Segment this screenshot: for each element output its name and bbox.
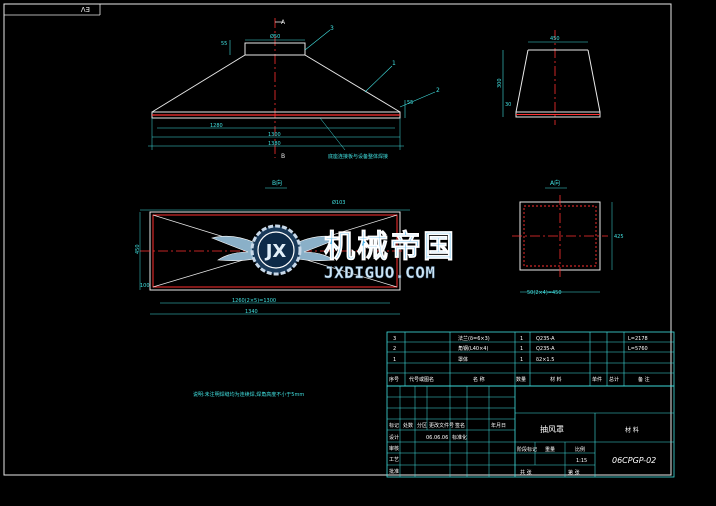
dim-mid: 1300	[268, 132, 281, 138]
bom-header-unit: 单件	[592, 376, 602, 383]
tb-scale-value: 1:15	[576, 458, 587, 464]
a-view-bolt-pattern	[523, 205, 597, 267]
tb-scale-label: 比例	[575, 446, 585, 453]
bom-row-2-material: δ2×1.5	[536, 357, 554, 363]
plan-left-small-dim: 100	[140, 283, 150, 289]
logo-gear-inner	[257, 231, 295, 269]
left-height-dim: 55	[221, 41, 227, 47]
side-bottom-dim: 30	[505, 102, 511, 108]
front-note: 底座连接板与设备整体焊接	[328, 153, 388, 160]
tb-weight-label: 重量	[545, 446, 555, 453]
title-block: 标记 处数 分区 更改文件号 签名 年月日 设计 06.06.06 标准化 审核…	[386, 385, 675, 478]
side-height-dim: 300	[497, 78, 503, 88]
balloon-2: 2	[436, 87, 440, 94]
hood-right-slope	[304, 54, 401, 113]
bom-row-2-no: 1	[393, 357, 396, 363]
bom-table: 3 法兰(δ=6×3) 1 Q235-A L=2178 2 角钢(L40×4) …	[386, 331, 675, 387]
side-right-slope	[587, 49, 601, 113]
balloon-2-leader	[399, 91, 436, 108]
tb-date-label: 年月日	[491, 422, 506, 429]
bom-row-1-name: 角钢(L40×4)	[458, 345, 488, 352]
tb-change-label: 更改文件号	[429, 422, 454, 429]
bom-header-qty: 数量	[516, 376, 526, 383]
tb-part-name: 抽风罩	[540, 424, 564, 434]
bom-header-material: 材 料	[550, 376, 562, 383]
plan-diag-bl	[152, 257, 251, 288]
bom-row-0-material: Q235-A	[536, 336, 555, 342]
logo-left-wing	[211, 235, 263, 261]
bom-row-0-name: 法兰(δ=6×3)	[458, 335, 490, 342]
dim-inner: 1280	[210, 123, 223, 129]
tb-check-label: 审核	[389, 445, 399, 452]
tb-sheet-no: 第 张	[568, 469, 580, 476]
front-view: A B Ø50 55 55 3 1 2 1280 1300 1380 底座连接板…	[148, 18, 440, 160]
bom-header-total: 总计	[609, 376, 619, 383]
title-block-frame	[386, 385, 675, 478]
bom-row-0-qty: 1	[520, 336, 523, 342]
bom-header-code: 代号或图名	[409, 376, 434, 383]
bom-row-1-note: L=5760	[628, 346, 648, 352]
tb-drawing-no: 06CPGP-02	[612, 456, 656, 465]
tb-count-label: 处数	[403, 422, 413, 429]
right-height-dim: 55	[407, 100, 413, 106]
tb-date-value: 06.06.06	[426, 435, 448, 441]
bom-header-name: 名 称	[473, 376, 485, 383]
top-flange-dim: Ø50	[270, 33, 280, 40]
hood-left-slope	[151, 54, 246, 113]
tb-design-label: 设计	[389, 434, 399, 441]
tb-process-label: 工艺	[389, 457, 399, 463]
bom-row-2-name: 罩体	[458, 356, 468, 363]
bom-header-no: 序号	[389, 376, 399, 383]
bom-row-2-qty: 1	[520, 357, 523, 363]
a-view-bottom-dim: 50(2×4)=450	[527, 290, 562, 296]
plan-bottom-outer-dim: 1340	[245, 309, 258, 315]
dim-outer: 1380	[268, 141, 281, 147]
balloon-3-leader	[304, 29, 331, 51]
section-mark-bottom: B	[281, 153, 285, 160]
bom-header-note: 备 注	[638, 376, 650, 383]
a-view: A向 425 50(2×4)=450	[512, 179, 624, 296]
tb-standard-label: 标准化	[452, 434, 467, 441]
tech-note: 说明:未注明焊缝均为连续焊,焊角高度不小于5mm	[193, 391, 304, 398]
plan-diag-br	[299, 257, 398, 288]
tb-zone-label: 分区	[417, 422, 427, 429]
tb-mark-label: 标记	[389, 422, 399, 429]
logo-right-wing	[289, 235, 341, 261]
plan-view-title: B向	[272, 179, 282, 187]
watermark-en: JXDIGUO.COM	[324, 263, 435, 282]
balloon-3: 3	[330, 25, 334, 32]
tb-sheet-count: 共 张	[520, 469, 532, 476]
bom-row-0-no: 3	[393, 336, 396, 342]
section-mark-top: A	[281, 19, 286, 26]
plan-left-dim: 450	[135, 244, 141, 254]
bom-row-1-qty: 1	[520, 346, 523, 352]
bom-row-0-note: L=2178	[628, 336, 648, 342]
bom-row-1-no: 2	[393, 346, 396, 352]
side-left-slope	[515, 49, 529, 113]
watermark: JX 机械帝国 JXDIGUO.COM	[211, 224, 456, 282]
corner-tag: EV	[81, 5, 90, 13]
note-leader	[319, 117, 346, 151]
side-top-dim: 450	[550, 36, 560, 42]
logo-text: JX	[264, 241, 287, 262]
bom-row-1-material: Q235-A	[536, 346, 555, 352]
plan-bottom-inner-dim: 1260(2×5)=1300	[232, 298, 276, 304]
tb-sign-label: 签名	[455, 422, 465, 429]
sheet-outer-border	[3, 3, 672, 476]
tb-approve-label: 批准	[389, 468, 399, 475]
a-view-title: A向	[550, 179, 560, 187]
balloon-1: 1	[392, 60, 396, 67]
balloon-1-leader	[364, 65, 393, 93]
watermark-cn: 机械帝国	[324, 229, 456, 265]
a-view-right-dim: 425	[614, 234, 624, 240]
tb-material-label: 材 料	[625, 426, 639, 434]
plan-top-dim: Ø103	[332, 199, 345, 206]
side-view: 450 300 30	[497, 30, 601, 125]
tb-stage-label: 阶段标记	[517, 446, 537, 453]
